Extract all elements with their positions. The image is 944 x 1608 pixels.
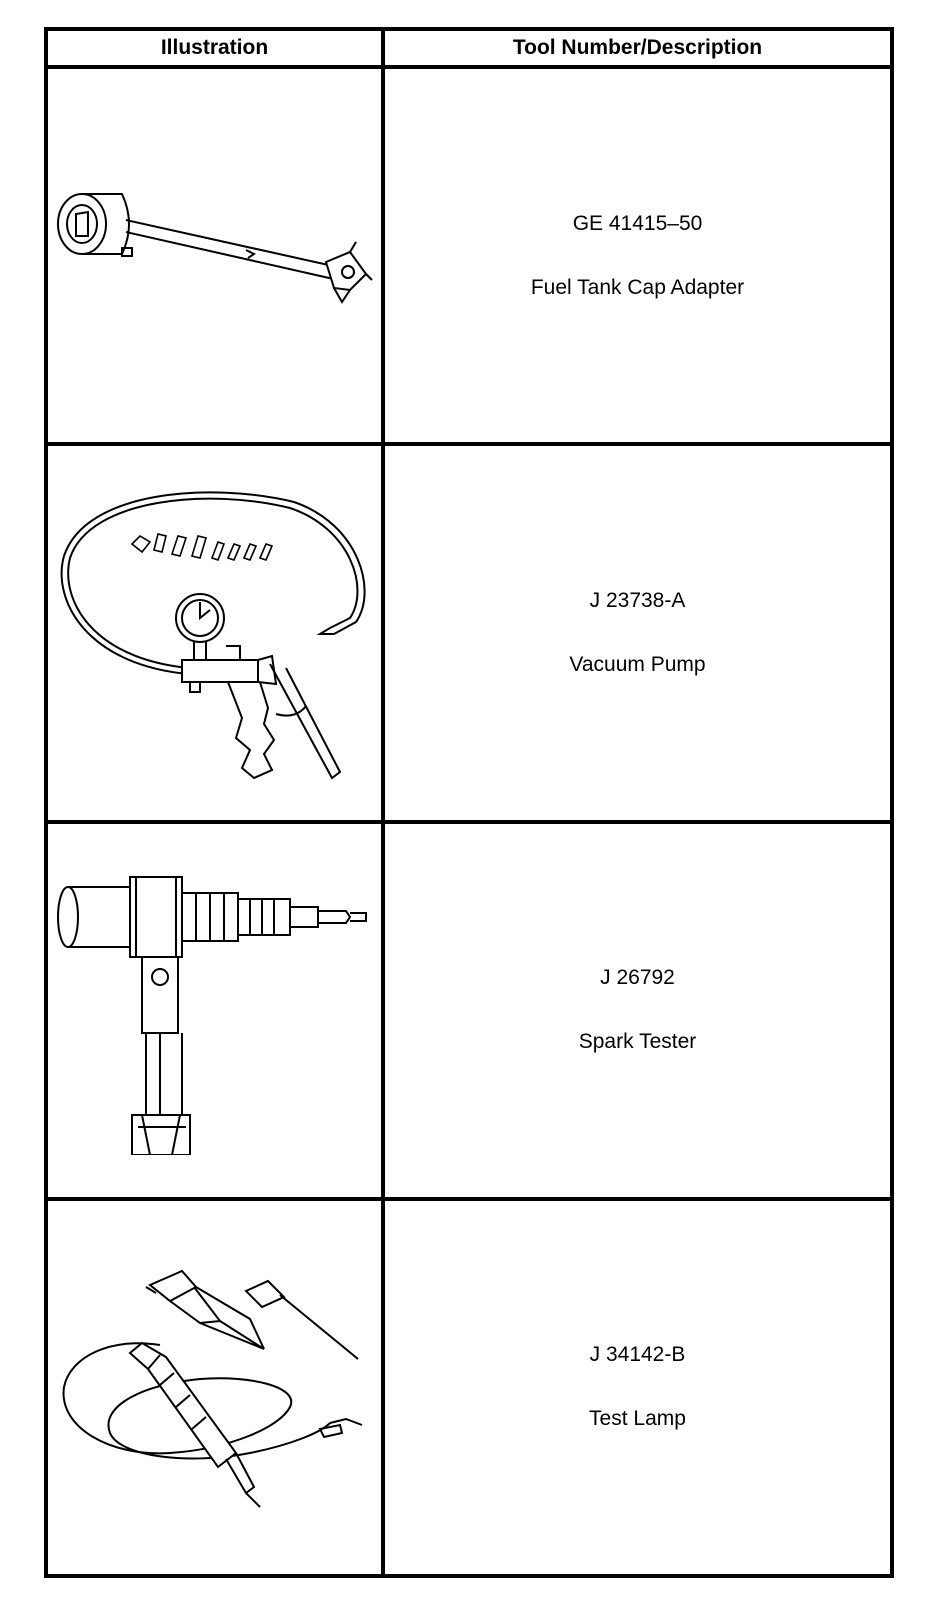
tool-number: J 34142-B — [589, 1343, 686, 1367]
tool-number: GE 41415–50 — [572, 211, 703, 235]
illustration-cell — [44, 442, 385, 824]
vacuum-pump-illustration — [50, 478, 380, 788]
tool-description: Vacuum Pump — [569, 652, 706, 676]
illustration-cell — [44, 1196, 385, 1579]
description-cell: J 26792 Spark Tester — [381, 819, 894, 1201]
tool-description: Test Lamp — [589, 1407, 686, 1431]
special-tools-table: Illustration Tool Number/Description — [44, 27, 894, 1579]
test-lamp-illustration — [50, 1257, 380, 1517]
description-cell: GE 41415–50 Fuel Tank Cap Adapter — [381, 64, 894, 447]
table-row: J 26792 Spark Tester — [44, 819, 894, 1201]
table-row: J 34142-B Test Lamp — [44, 1196, 894, 1579]
tool-description: Fuel Tank Cap Adapter — [530, 275, 745, 299]
illustration-cell — [44, 64, 385, 447]
description-cell: J 34142-B Test Lamp — [381, 1196, 894, 1579]
fuel-tank-cap-adapter-illustration — [50, 156, 380, 356]
tool-description: Spark Tester — [578, 1030, 697, 1054]
illustration-cell — [44, 819, 385, 1201]
description-cell: J 23738-A Vacuum Pump — [381, 442, 894, 824]
spark-tester-illustration — [50, 865, 380, 1156]
table-row: GE 41415–50 Fuel Tank Cap Adapter — [44, 64, 894, 447]
table-row: J 23738-A Vacuum Pump — [44, 442, 894, 824]
description-column-header: Tool Number/Description — [381, 27, 894, 69]
illustration-column-header: Illustration — [44, 27, 385, 69]
tool-number: J 23738-A — [589, 588, 686, 612]
tool-number: J 26792 — [600, 966, 675, 990]
table-header-row: Illustration Tool Number/Description — [44, 27, 894, 69]
